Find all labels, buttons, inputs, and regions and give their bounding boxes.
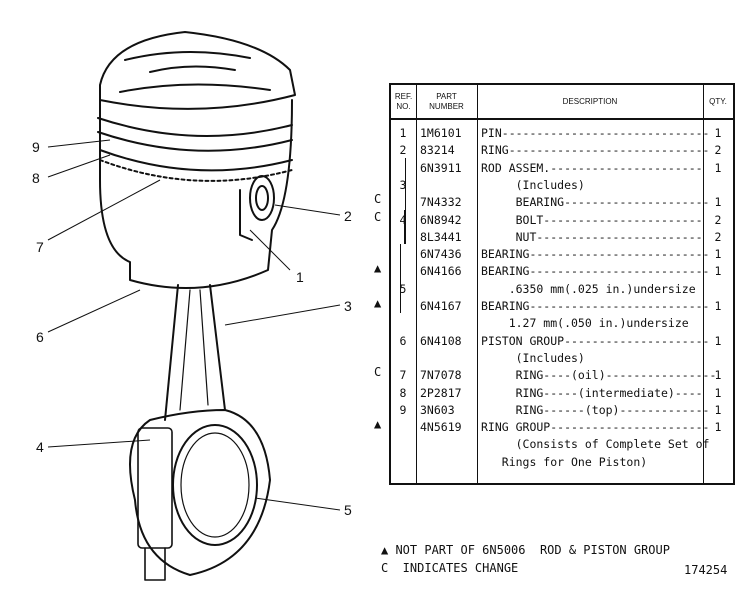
row-qty: 1	[714, 195, 722, 210]
row-change-mark: C	[374, 365, 382, 380]
group-brace	[405, 157, 409, 245]
row-part-number: 6N8942	[420, 212, 462, 227]
row-part-number: 6N7436	[420, 247, 462, 262]
row-part-number: 7N4332	[420, 195, 462, 210]
row-description: RING-----(intermediate)----	[481, 385, 703, 400]
row-part-number: 6N4166	[420, 264, 462, 279]
row-description: RING GROUP-----------------------	[481, 420, 710, 435]
row-part-number: 3N603	[420, 402, 455, 417]
row-change-mark: C	[374, 209, 382, 224]
divider	[416, 85, 417, 483]
ring-top	[97, 117, 293, 137]
row-part-number: 6N4108	[420, 333, 462, 348]
row-qty: 1	[714, 402, 722, 417]
row-ref-no: 3	[399, 177, 407, 192]
row-qty: 2	[714, 212, 722, 227]
header-ref-no: REF. NO.	[391, 85, 416, 120]
row-qty: 1	[714, 126, 722, 140]
row-description: .6350 mm(.025 in.)undersize	[481, 281, 696, 296]
piston-pin	[249, 175, 275, 221]
row-description: 1.27 mm(.050 in.)undersize	[481, 316, 689, 331]
callout-3: 3	[344, 298, 352, 314]
row-qty: 1	[714, 333, 722, 348]
row-part-number: 1M6101	[420, 126, 462, 140]
row-description: BEARING--------------------------	[481, 299, 710, 313]
row-change-mark: ▲	[374, 261, 382, 276]
row-description: BEARING--------------------------	[481, 264, 710, 279]
piston-skirt	[99, 99, 293, 289]
row-description: (Includes)	[481, 177, 585, 192]
piston-crown	[99, 31, 296, 110]
divider	[703, 85, 704, 483]
bearing	[172, 424, 258, 546]
row-part-number: 6N3911	[420, 160, 462, 175]
callout-7: 7	[36, 239, 44, 255]
rod-shank	[164, 284, 226, 421]
row-qty: 1	[714, 368, 722, 383]
row-ref-no: 8	[399, 385, 407, 400]
note-not-part: ▲ NOT PART OF 6N5006 ROD & PISTON GROUP	[381, 543, 670, 557]
callout-8: 8	[32, 170, 40, 186]
group-brace	[400, 244, 404, 314]
row-part-number: 4N5619	[420, 420, 462, 435]
row-part-number: 6N4167	[420, 299, 462, 313]
rod-bolt-nut	[137, 427, 173, 549]
row-description: ROD ASSEM.----------------------	[481, 160, 703, 175]
row-description: BEARING--------------------------	[481, 247, 710, 262]
row-qty: 2	[714, 143, 722, 158]
row-description: (Includes)	[481, 350, 585, 365]
row-qty: 1	[714, 420, 722, 435]
row-description: RING------(top)-------------	[481, 402, 710, 417]
row-change-mark: C	[374, 192, 382, 207]
divider	[477, 85, 478, 483]
row-ref-no: 2	[399, 143, 407, 158]
row-qty: 1	[714, 160, 722, 175]
row-description: (Consists of Complete Set of	[481, 437, 710, 452]
row-part-number: 7N7078	[420, 368, 462, 383]
header-part-number: PART NUMBER	[416, 85, 477, 120]
rod-cap	[129, 409, 271, 576]
row-change-mark: ▲	[374, 296, 382, 310]
ring-intermediate	[97, 131, 293, 152]
ring-oil	[99, 149, 293, 172]
piston-rod-drawing: 9 8 7 6 4 1 2 3 5	[32, 31, 352, 581]
row-description: PISTON GROUP---------------------	[481, 333, 710, 348]
footnotes: ▲ NOT PART OF 6N5006 ROD & PISTON GROUP …	[381, 541, 670, 577]
row-description: BOLT-----------------------	[481, 212, 703, 227]
callout-6: 6	[36, 329, 44, 345]
row-description: NUT------------------------	[481, 229, 703, 244]
note-change: C INDICATES CHANGE	[381, 561, 519, 575]
row-ref-no: 7	[399, 368, 407, 383]
row-qty: 1	[714, 247, 722, 262]
row-part-number: 2P2817	[420, 385, 462, 400]
row-description: Rings for One Piston)	[481, 454, 648, 469]
row-change-mark: ▲	[374, 417, 382, 432]
row-ref-no: 1	[399, 126, 407, 140]
header-qty: QTY.	[703, 85, 733, 120]
row-ref-no: 6	[399, 333, 407, 348]
callout-2: 2	[344, 208, 352, 224]
row-qty: 1	[714, 299, 722, 313]
callout-4: 4	[36, 439, 44, 455]
row-ref-no: 4	[399, 212, 407, 227]
row-part-number: 83214	[420, 143, 455, 158]
row-description: PIN------------------------------	[481, 126, 710, 140]
row-qty: 1	[714, 264, 722, 279]
row-description: RING----(oil)----------------	[481, 368, 717, 383]
callout-5: 5	[344, 502, 352, 518]
callout-9: 9	[32, 139, 40, 155]
header-description: DESCRIPTION	[477, 85, 703, 120]
row-ref-no: 5	[399, 281, 407, 296]
row-part-number: 8L3441	[420, 229, 462, 244]
row-qty: 1	[714, 385, 722, 400]
callout-1: 1	[296, 269, 304, 285]
figure-number: 174254	[684, 563, 728, 577]
row-qty: 2	[714, 229, 722, 244]
row-description: RING-----------------------------	[481, 143, 710, 158]
group-brace	[404, 209, 408, 245]
row-ref-no: 9	[399, 402, 407, 417]
row-description: BEARING---------------------	[481, 195, 710, 210]
